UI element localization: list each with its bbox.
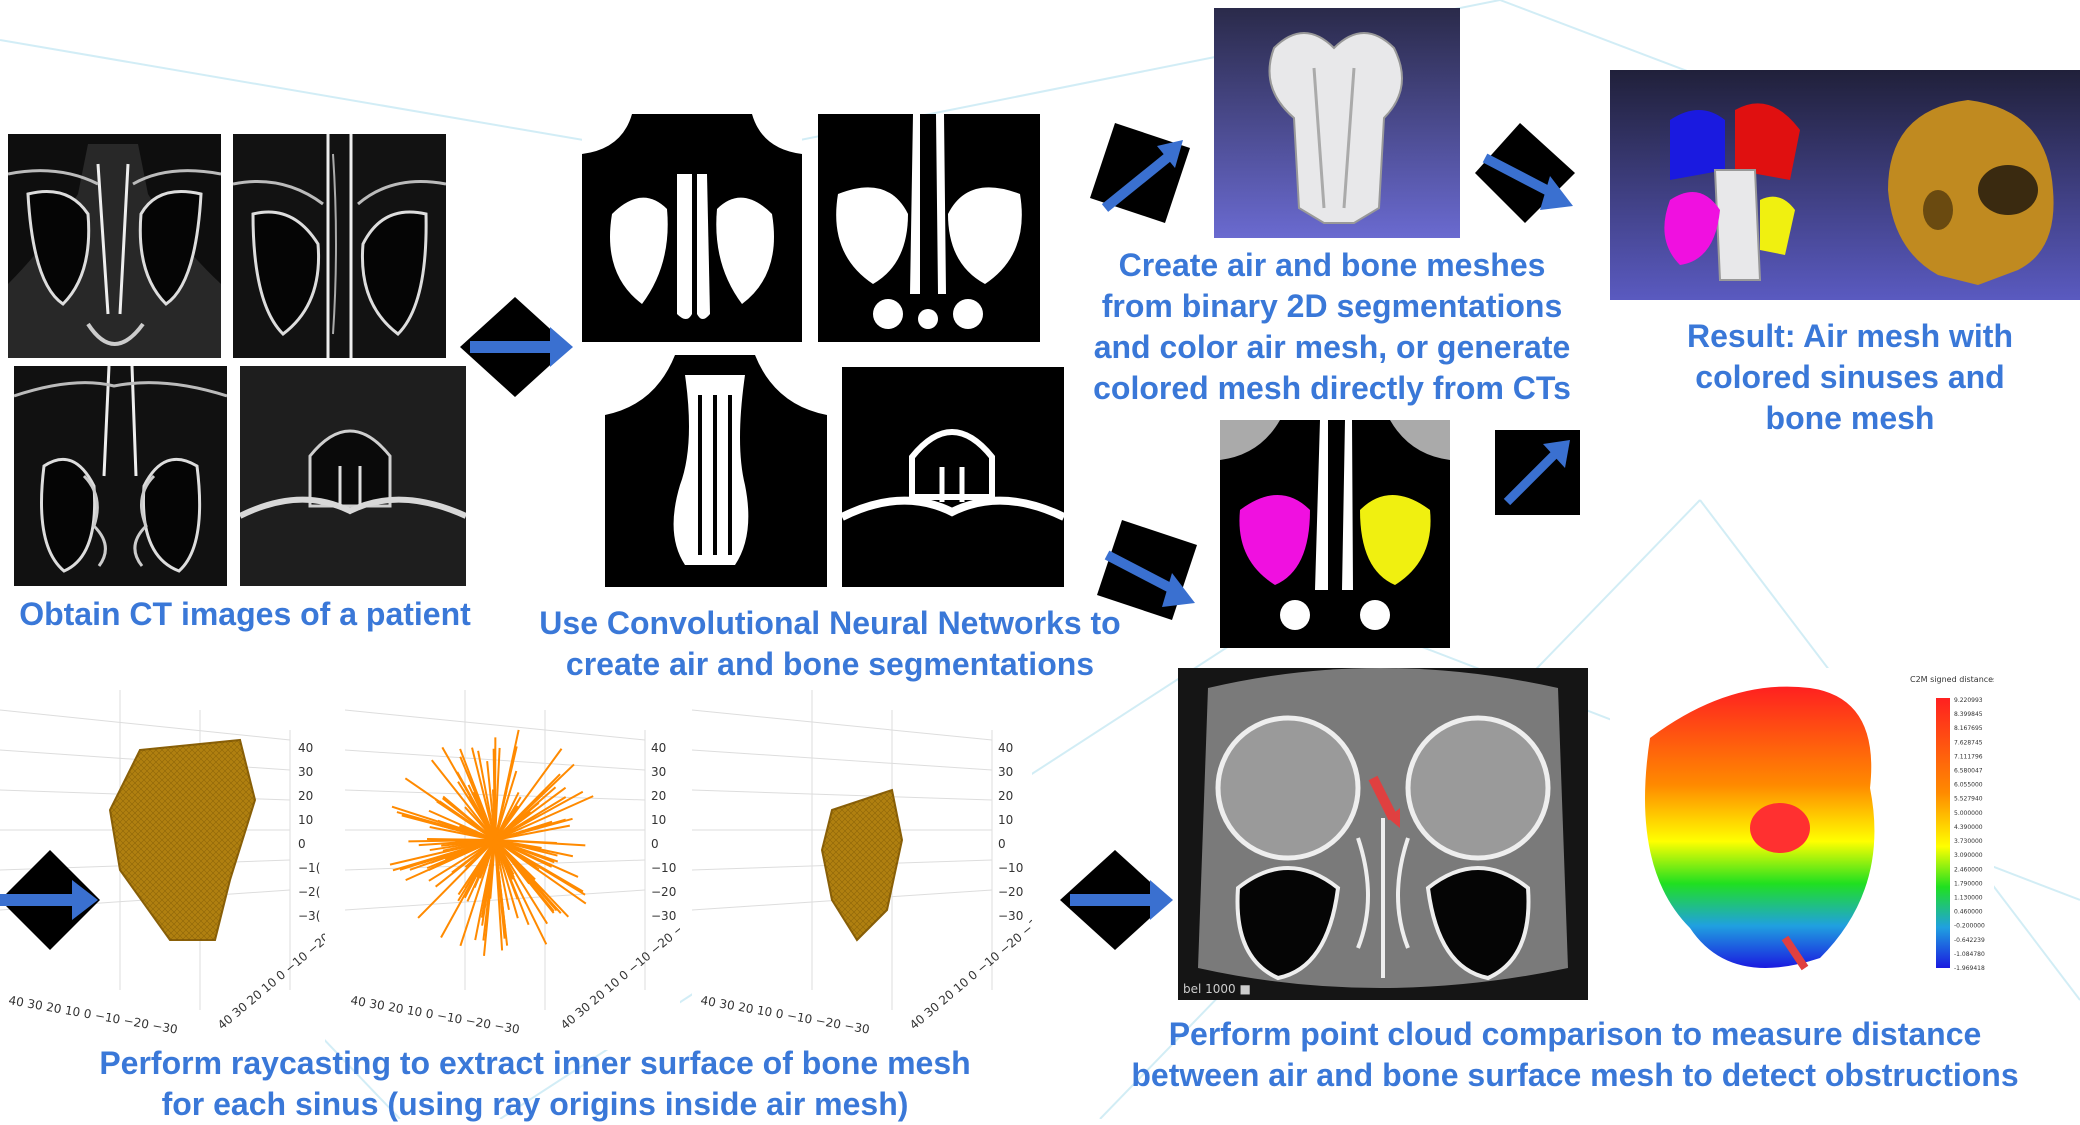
caption-mesh-line2: from binary 2D segmentations [1062,286,1602,327]
colorbar [1936,698,1950,968]
plot-inner-surface: 40 30 20 10 0 −10 −20 −30 40 30 20 10 0 … [692,690,1032,1050]
z-tick: 20 [298,789,313,803]
segmentation-air-2 [605,355,827,587]
colorbar-tick: 8.167695 [1954,725,1983,732]
x-ticks: 40 30 20 10 0 −10 −20 −30 [349,993,520,1037]
segmentation-air-1 [582,114,802,342]
arrow-to-comparison [1055,845,1175,955]
caption-result: Result: Air mesh with colored sinuses an… [1650,316,2050,439]
z-tick: −30 [998,909,1023,923]
z-tick: −3( [298,909,320,923]
colorbar-tick: 6.055000 [1954,782,1983,789]
ct-image-3 [14,366,227,586]
z-tick: −2( [298,885,320,899]
z-tick: 0 [998,837,1006,851]
colorbar-tick: -0.642239 [1954,937,1985,944]
z-tick: 10 [298,813,313,827]
plot-raycasting: 40 30 20 10 0 −10 −20 −30 40 30 20 10 0 … [345,690,680,1050]
colorbar-tick: 4.390000 [1954,824,1983,831]
colorbar-tick: -0.200000 [1954,923,1985,930]
caption-mesh: Create air and bone meshes from binary 2… [1062,245,1602,409]
caption-mesh-line1: Create air and bone meshes [1062,245,1602,286]
ct-image-4 [240,366,466,586]
arrow-to-mesh [1085,118,1195,228]
colorbar-tick: -1.969418 [1954,965,1985,972]
distance-map: C2M signed distances 9.220993 8.399845 8.1… [1610,668,1994,1000]
coronal-ct-image: bel 1000 ■ [1178,668,1588,1000]
colorbar-tick: 7.111796 [1954,753,1983,760]
colored-sinus-mesh [1610,70,1858,300]
caption-cnn: Use Convolutional Neural Networks to cre… [505,603,1155,685]
arrow-to-result [1470,118,1580,228]
x-ticks: 40 30 20 10 0 −10 −20 −30 [7,993,178,1037]
colorbar-tick: 1.130000 [1954,894,1983,901]
caption-comparison-line2: between air and bone surface mesh to det… [1075,1055,2075,1096]
ct-image-2 [233,134,446,358]
ray-line [427,839,495,840]
colorbar-tick: 5.000000 [1954,810,1983,817]
z-tick: 10 [998,813,1013,827]
caption-ct: Obtain CT images of a patient [0,594,490,635]
z-tick: −1( [298,861,320,875]
z-tick: 20 [651,789,666,803]
caption-result-line2: colored sinuses and [1650,357,2050,398]
colored-segmentation [1220,420,1450,648]
z-tick: 0 [651,837,659,851]
z-tick: −30 [651,909,676,923]
z-tick: −10 [651,861,676,875]
z-tick: −20 [651,885,676,899]
z-tick: 10 [651,813,666,827]
skull-bone-mesh [1858,70,2080,300]
colorbar-tick: 1.790000 [1954,880,1983,887]
caption-comparison-line1: Perform point cloud comparison to measur… [1075,1014,2075,1055]
colorbar-tick: 2.460000 [1954,866,1983,873]
colorbar-tick: 3.090000 [1954,852,1983,859]
z-tick: 40 [651,741,666,755]
colorbar-tick: -1.084780 [1954,951,1985,958]
caption-cnn-line1: Use Convolutional Neural Networks to [505,603,1155,644]
ct-image-1 [8,134,221,358]
z-tick: 0 [298,837,306,851]
caption-result-line1: Result: Air mesh with [1650,316,2050,357]
segmentation-bone-2 [842,367,1064,587]
caption-raycasting-line1: Perform raycasting to extract inner surf… [40,1043,1030,1084]
z-tick: 40 [998,741,1013,755]
z-tick: 20 [998,789,1013,803]
arrow-ct-to-cnn [455,292,575,402]
y-ticks: 40 30 20 10 0 −10 −20 −30 [907,911,1032,1032]
colorbar-tick: 9.220993 [1954,697,1983,704]
caption-ct-text: Obtain CT images of a patient [0,594,490,635]
colorbar-tick: 0.460000 [1954,909,1983,916]
colorbar-title: C2M signed distances [1910,675,1994,684]
z-tick: 30 [298,765,313,779]
caption-raycasting: Perform raycasting to extract inner surf… [40,1043,1030,1125]
arrow-into-raycasting [0,845,105,955]
colorbar-tick: 5.527940 [1954,796,1983,803]
z-tick: −20 [998,885,1023,899]
colorbar-tick: 3.730000 [1954,838,1983,845]
colorbar-tick: 7.628745 [1954,739,1983,746]
z-tick: 30 [651,765,666,779]
segmentation-bone-1 [818,114,1040,342]
caption-mesh-line3: and color air mesh, or generate [1062,327,1602,368]
caption-cnn-line2: create air and bone segmentations [505,644,1155,685]
bone-mesh-render [1214,8,1460,238]
caption-result-line3: bone mesh [1650,398,2050,439]
caption-comparison: Perform point cloud comparison to measur… [1075,1014,2075,1096]
caption-mesh-line4: colored mesh directly from CTs [1062,368,1602,409]
z-tick: 40 [298,741,313,755]
arrow-colored-to-result [1495,430,1580,515]
ct-scale-label: bel 1000 ■ [1183,982,1251,996]
y-ticks: 40 30 20 10 0 −10 −20 −30 [215,911,325,1032]
x-ticks: 40 30 20 10 0 −10 −20 −30 [699,993,870,1037]
colorbar-tick: 8.399845 [1954,711,1983,718]
z-tick: −10 [998,861,1023,875]
z-tick: 30 [998,765,1013,779]
y-ticks: 40 30 20 10 0 −10 −20 −30 [558,911,680,1032]
colorbar-tick: 6.580047 [1954,768,1983,775]
